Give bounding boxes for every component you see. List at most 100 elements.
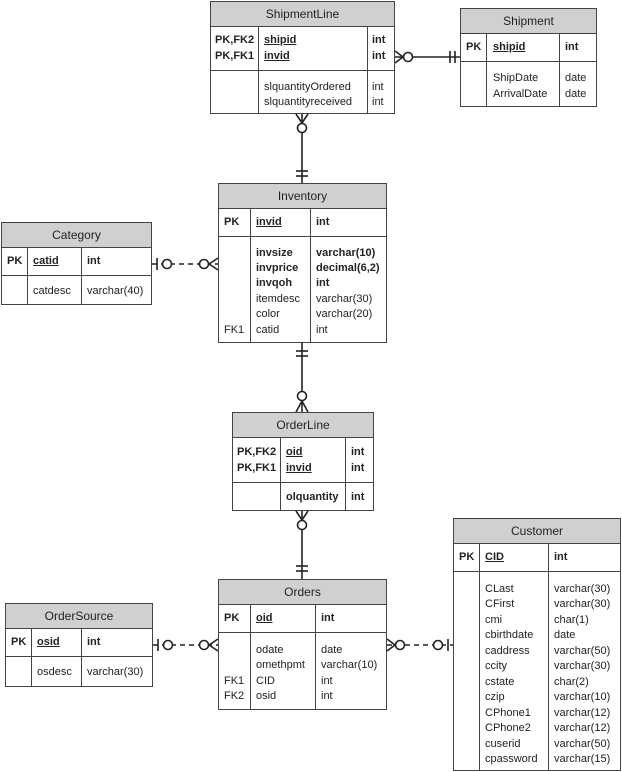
attribute-type: int bbox=[316, 277, 330, 289]
attribute-type: char(2) bbox=[554, 676, 589, 688]
attribute-field: osid bbox=[256, 690, 277, 702]
key-field: catid bbox=[33, 255, 59, 267]
fk-label: FK1 bbox=[224, 675, 245, 687]
attribute-field: ShipDate bbox=[493, 72, 539, 84]
attribute-field: catid bbox=[256, 324, 280, 336]
attribute-field: cstate bbox=[485, 676, 515, 688]
attribute-type: varchar(15) bbox=[554, 753, 611, 765]
entity-title: OrderSource bbox=[6, 604, 152, 629]
entity-title: OrderLine bbox=[233, 413, 373, 438]
attribute-field: invqoh bbox=[256, 277, 293, 289]
attribute-type: int bbox=[351, 491, 365, 503]
attribute-type: date bbox=[565, 72, 587, 84]
entity-title: Orders bbox=[219, 580, 386, 605]
attribute-type: int bbox=[316, 324, 328, 336]
entity-orders[interactable]: Orders PK oid int odate omethpmt CID osi… bbox=[218, 579, 387, 710]
entity-category[interactable]: Category PK catid int catdesc varchar(40… bbox=[1, 222, 152, 305]
attribute-type: int bbox=[321, 675, 333, 687]
attribute-type: varchar(30) bbox=[316, 293, 373, 305]
attribute-type: varchar(50) bbox=[554, 738, 611, 750]
key-type: int bbox=[565, 41, 579, 53]
key-label: PK bbox=[466, 41, 482, 53]
attribute-field: CID bbox=[256, 675, 275, 687]
attribute-field: catdesc bbox=[33, 285, 71, 297]
relationship-inventory-shipmentline bbox=[295, 113, 309, 183]
attribute-field: olquantity bbox=[286, 491, 339, 503]
attribute-field: ArrivalDate bbox=[493, 88, 548, 100]
key-label: PK,FK1 bbox=[215, 50, 255, 62]
attribute-field: invprice bbox=[256, 262, 299, 274]
key-label: PK,FK2 bbox=[215, 34, 255, 46]
key-label: PK,FK1 bbox=[237, 462, 277, 474]
attribute-field: cpassword bbox=[485, 753, 538, 765]
attribute-type: char(1) bbox=[554, 614, 589, 626]
relationship-customer-orders bbox=[386, 638, 453, 652]
key-field: osid bbox=[37, 636, 60, 648]
attribute-type: varchar(20) bbox=[316, 308, 373, 320]
entity-orderline[interactable]: OrderLine PK,FK2 PK,FK1 oid invid int in… bbox=[232, 412, 374, 511]
key-type: int bbox=[316, 216, 330, 228]
relationship-inventory-orderline bbox=[295, 343, 309, 413]
attribute-field: CLast bbox=[485, 583, 514, 595]
key-label: PK,FK2 bbox=[237, 446, 277, 458]
attribute-field: osdesc bbox=[37, 666, 72, 678]
entity-title: Inventory bbox=[219, 184, 386, 209]
key-label: PK bbox=[7, 255, 23, 267]
entity-title: Shipment bbox=[461, 9, 596, 34]
entity-title: Customer bbox=[454, 519, 620, 544]
attribute-type: decimal(6,2) bbox=[316, 262, 380, 274]
attribute-type: varchar(40) bbox=[87, 285, 144, 297]
entity-shipment[interactable]: Shipment PK shipid int ShipDate ArrivalD… bbox=[460, 8, 597, 107]
key-label: PK bbox=[11, 636, 27, 648]
attribute-type: varchar(12) bbox=[554, 722, 611, 734]
entity-title: ShipmentLine bbox=[211, 2, 394, 27]
attribute-field: cmi bbox=[485, 614, 503, 626]
key-label: PK bbox=[224, 216, 240, 228]
key-type: int bbox=[351, 446, 365, 458]
key-field: CID bbox=[485, 551, 504, 563]
attribute-type: varchar(10) bbox=[321, 659, 378, 671]
attribute-field: CFirst bbox=[485, 598, 515, 610]
key-type: int bbox=[372, 34, 386, 46]
attribute-field: caddress bbox=[485, 645, 530, 657]
attribute-type: date bbox=[554, 629, 576, 641]
attribute-field: CPhone1 bbox=[485, 707, 531, 719]
key-label: PK bbox=[459, 551, 475, 563]
entity-title: Category bbox=[2, 223, 151, 248]
attribute-field: slquantityOrdered bbox=[264, 81, 351, 93]
key-type: int bbox=[372, 50, 386, 62]
attribute-type: varchar(10) bbox=[316, 247, 376, 259]
attribute-field: CPhone2 bbox=[485, 722, 531, 734]
attribute-type: varchar(30) bbox=[554, 660, 611, 672]
attribute-field: itemdesc bbox=[256, 293, 301, 305]
attribute-field: omethpmt bbox=[256, 659, 305, 671]
key-field: shipid bbox=[493, 41, 526, 53]
key-field: invid bbox=[264, 50, 290, 62]
relationship-ordersource-orders bbox=[153, 638, 219, 652]
attribute-type: varchar(10) bbox=[554, 691, 611, 703]
attribute-field: invsize bbox=[256, 247, 293, 259]
entity-inventory[interactable]: Inventory PK invid int invsize invprice … bbox=[218, 183, 387, 343]
key-field: oid bbox=[286, 446, 303, 458]
key-field: shipid bbox=[264, 34, 297, 46]
entity-shipmentline[interactable]: ShipmentLine PK,FK2 PK,FK1 shipid invid … bbox=[210, 1, 395, 114]
key-type: int bbox=[321, 612, 335, 624]
entity-customer[interactable]: Customer PK CID int CLast CFirst cmi cbi… bbox=[453, 518, 621, 771]
attribute-type: varchar(30) bbox=[87, 666, 144, 678]
key-field: invid bbox=[256, 216, 282, 228]
key-type: int bbox=[554, 551, 568, 563]
entity-ordersource[interactable]: OrderSource PK osid int osdesc varchar(3… bbox=[5, 603, 153, 687]
attribute-type: int bbox=[372, 96, 384, 108]
attribute-type: int bbox=[372, 81, 384, 93]
attribute-field: cbirthdate bbox=[485, 629, 534, 641]
attribute-type: int bbox=[321, 690, 333, 702]
key-type: int bbox=[87, 255, 101, 267]
key-field: invid bbox=[286, 462, 312, 474]
key-type: int bbox=[351, 462, 365, 474]
attribute-type: varchar(12) bbox=[554, 707, 611, 719]
attribute-field: cuserid bbox=[485, 738, 521, 750]
attribute-field: ccity bbox=[485, 660, 507, 672]
key-type: int bbox=[87, 636, 101, 648]
key-field: oid bbox=[256, 612, 273, 624]
